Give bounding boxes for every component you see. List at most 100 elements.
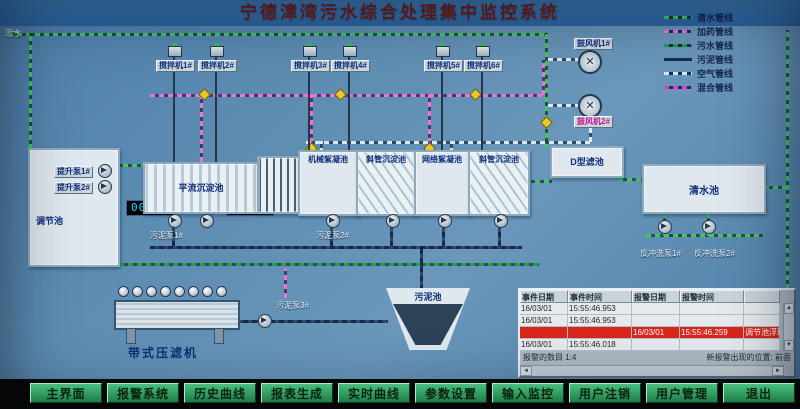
roller-icon bbox=[202, 286, 213, 297]
regulating-tank-label: 调节池 bbox=[36, 216, 64, 226]
nav-parameter-settings-button[interactable]: 参数设置 bbox=[415, 382, 487, 403]
scroll-down-icon[interactable]: ▼ bbox=[784, 340, 794, 351]
scroll-right-icon[interactable]: ► bbox=[772, 366, 784, 376]
d-type-filter: D型滤池 bbox=[550, 146, 624, 178]
cell bbox=[680, 339, 744, 351]
pipe-dosing-drop-3 bbox=[200, 94, 203, 162]
mixer-1-icon[interactable] bbox=[168, 43, 182, 57]
pipe-inlet-down bbox=[29, 33, 32, 149]
valve-icon[interactable] bbox=[334, 88, 347, 101]
sludge-tank-label: 污泥池 bbox=[414, 292, 442, 302]
pipe-backwash-header bbox=[646, 234, 764, 237]
alarm-row[interactable]: 16/03/01 15:55:46.953 bbox=[520, 303, 794, 315]
alarm-row[interactable]: 16/03/01 15:55:46.018 bbox=[520, 339, 794, 351]
sludge-pump-icon[interactable] bbox=[200, 214, 214, 228]
sludge-pump-icon[interactable] bbox=[438, 214, 452, 228]
mixer-4-icon[interactable] bbox=[343, 43, 357, 57]
mixer-5-icon[interactable] bbox=[436, 43, 450, 57]
sludge-pump-icon[interactable] bbox=[326, 214, 340, 228]
mixer-2-icon[interactable] bbox=[210, 43, 224, 57]
roller-icon bbox=[132, 286, 143, 297]
nav-user-management-button[interactable]: 用户管理 bbox=[646, 382, 718, 403]
legend-label: 加药管线 bbox=[697, 26, 734, 37]
belt-press-leg bbox=[214, 328, 224, 344]
roller-icon bbox=[118, 286, 129, 297]
mixer-4-label: 搅拌机4# bbox=[331, 60, 370, 72]
nav-alarm-system-button[interactable]: 报警系统 bbox=[107, 382, 179, 403]
nav-main-screen-button[interactable]: 主界面 bbox=[30, 382, 102, 403]
blower-1-icon[interactable]: ✕ bbox=[578, 50, 602, 74]
scroll-left-icon[interactable]: ◄ bbox=[520, 366, 532, 376]
belt-press-leg bbox=[126, 328, 136, 344]
sludge-pump-3-icon[interactable] bbox=[258, 314, 272, 328]
pipe-sludge-drop-2 bbox=[330, 212, 333, 246]
cell bbox=[632, 303, 680, 315]
legend-item: 空气管线 bbox=[664, 66, 733, 80]
cell: 15:55:46.953 bbox=[568, 303, 632, 315]
clear-water-tank: 清水池 bbox=[642, 164, 766, 214]
blower-2-icon[interactable]: ✕ bbox=[578, 94, 602, 118]
alarm-col-event-time: 事件时间 bbox=[568, 290, 632, 303]
pipe-dosing-bottom bbox=[284, 268, 287, 298]
legend-line-mixed bbox=[664, 85, 692, 89]
belt-press-body[interactable] bbox=[114, 300, 240, 330]
mixer-shaft bbox=[348, 55, 350, 150]
mixer-shaft bbox=[308, 55, 310, 150]
cell bbox=[744, 303, 780, 315]
backwash-pump-2-label: 反冲洗泵2# bbox=[694, 249, 735, 258]
cell bbox=[680, 303, 744, 315]
lift-pump-2-icon[interactable] bbox=[98, 180, 112, 194]
inclined-tube-sed-tank-1: 斜管沉淀池 bbox=[356, 150, 416, 216]
pipe-sed2-to-filter bbox=[526, 180, 552, 183]
alarm-row[interactable]: 16/03/01 15:55:46.953 bbox=[520, 315, 794, 327]
sludge-pump-1-label: 污泥泵1# bbox=[150, 231, 183, 240]
valve-icon[interactable] bbox=[469, 88, 482, 101]
pipe-dosing-header bbox=[150, 94, 542, 97]
pipe-lift-to-sed bbox=[114, 164, 144, 167]
cell: 16/03/01 bbox=[520, 339, 568, 351]
cell bbox=[568, 327, 632, 339]
mixer-3-icon[interactable] bbox=[303, 43, 317, 57]
sludge-pump-icon[interactable] bbox=[386, 214, 400, 228]
mech-floc-label: 机械絮凝池 bbox=[308, 155, 348, 164]
belt-press-label: 带式压滤机 bbox=[128, 346, 199, 360]
nav-input-monitor-button[interactable]: 输入监控 bbox=[492, 382, 564, 403]
sludge-pump-icon[interactable] bbox=[494, 214, 508, 228]
horizontal-sedimentation-tank: 平流沉淀池 bbox=[143, 162, 259, 214]
mixer-6-icon[interactable] bbox=[476, 43, 490, 57]
inclined-sed-2-label: 斜管沉淀池 bbox=[479, 155, 519, 164]
legend-label: 污水管线 bbox=[697, 40, 734, 51]
d-filter-label: D型滤池 bbox=[570, 157, 604, 167]
backwash-pump-2-icon[interactable] bbox=[702, 220, 716, 234]
roller-icon bbox=[174, 286, 185, 297]
lift-pump-1-label: 提升泵1# bbox=[54, 166, 93, 178]
nav-history-curve-button[interactable]: 历史曲线 bbox=[184, 382, 256, 403]
nav-report-button[interactable]: 报表生成 bbox=[261, 382, 333, 403]
alarm-col-alarm-date: 报警日期 bbox=[632, 290, 680, 303]
scroll-up-icon[interactable]: ▲ bbox=[784, 303, 794, 314]
blower-1-label: 鼓风机1# bbox=[574, 38, 613, 50]
clear-water-label: 清水池 bbox=[689, 186, 719, 197]
alarm-row-active[interactable]: 16/03/01 15:55:46.259 调节池浮球 bbox=[520, 327, 794, 339]
backwash-pump-1-icon[interactable] bbox=[658, 220, 672, 234]
horizontal-scrollbar[interactable]: ◄► bbox=[520, 365, 784, 376]
alarm-table-footer: 报警的数目 1:4 新报警出现的位置: 前面 bbox=[520, 351, 794, 364]
valve-icon[interactable] bbox=[540, 116, 553, 129]
bottom-nav-bar: 主界面 报警系统 历史曲线 报表生成 实时曲线 参数设置 输入监控 用户注销 用… bbox=[0, 379, 800, 409]
nav-exit-button[interactable]: 退出 bbox=[723, 382, 795, 403]
cell bbox=[632, 315, 680, 327]
cell bbox=[680, 315, 744, 327]
nav-user-logout-button[interactable]: 用户注销 bbox=[569, 382, 641, 403]
alarm-table: 事件日期 事件时间 报警日期 报警时间 16/03/01 15:55:46.95… bbox=[518, 288, 796, 378]
lift-pump-1-icon[interactable] bbox=[98, 164, 112, 178]
pipe-sludge-drop-5 bbox=[498, 212, 501, 246]
roller-icon bbox=[146, 286, 157, 297]
legend-label: 空气管线 bbox=[697, 68, 734, 79]
mixer-5-label: 搅拌机5# bbox=[424, 60, 463, 72]
pipe-sludge-to-tank bbox=[420, 246, 423, 290]
nav-realtime-curve-button[interactable]: 实时曲线 bbox=[338, 382, 410, 403]
vertical-scrollbar[interactable]: ▲▼ bbox=[783, 303, 794, 351]
inclined-tube-sed-tank-2: 斜管沉淀池 bbox=[468, 150, 530, 216]
legend-item: 清水管线 bbox=[664, 10, 733, 24]
sludge-pump-icon[interactable] bbox=[168, 214, 182, 228]
